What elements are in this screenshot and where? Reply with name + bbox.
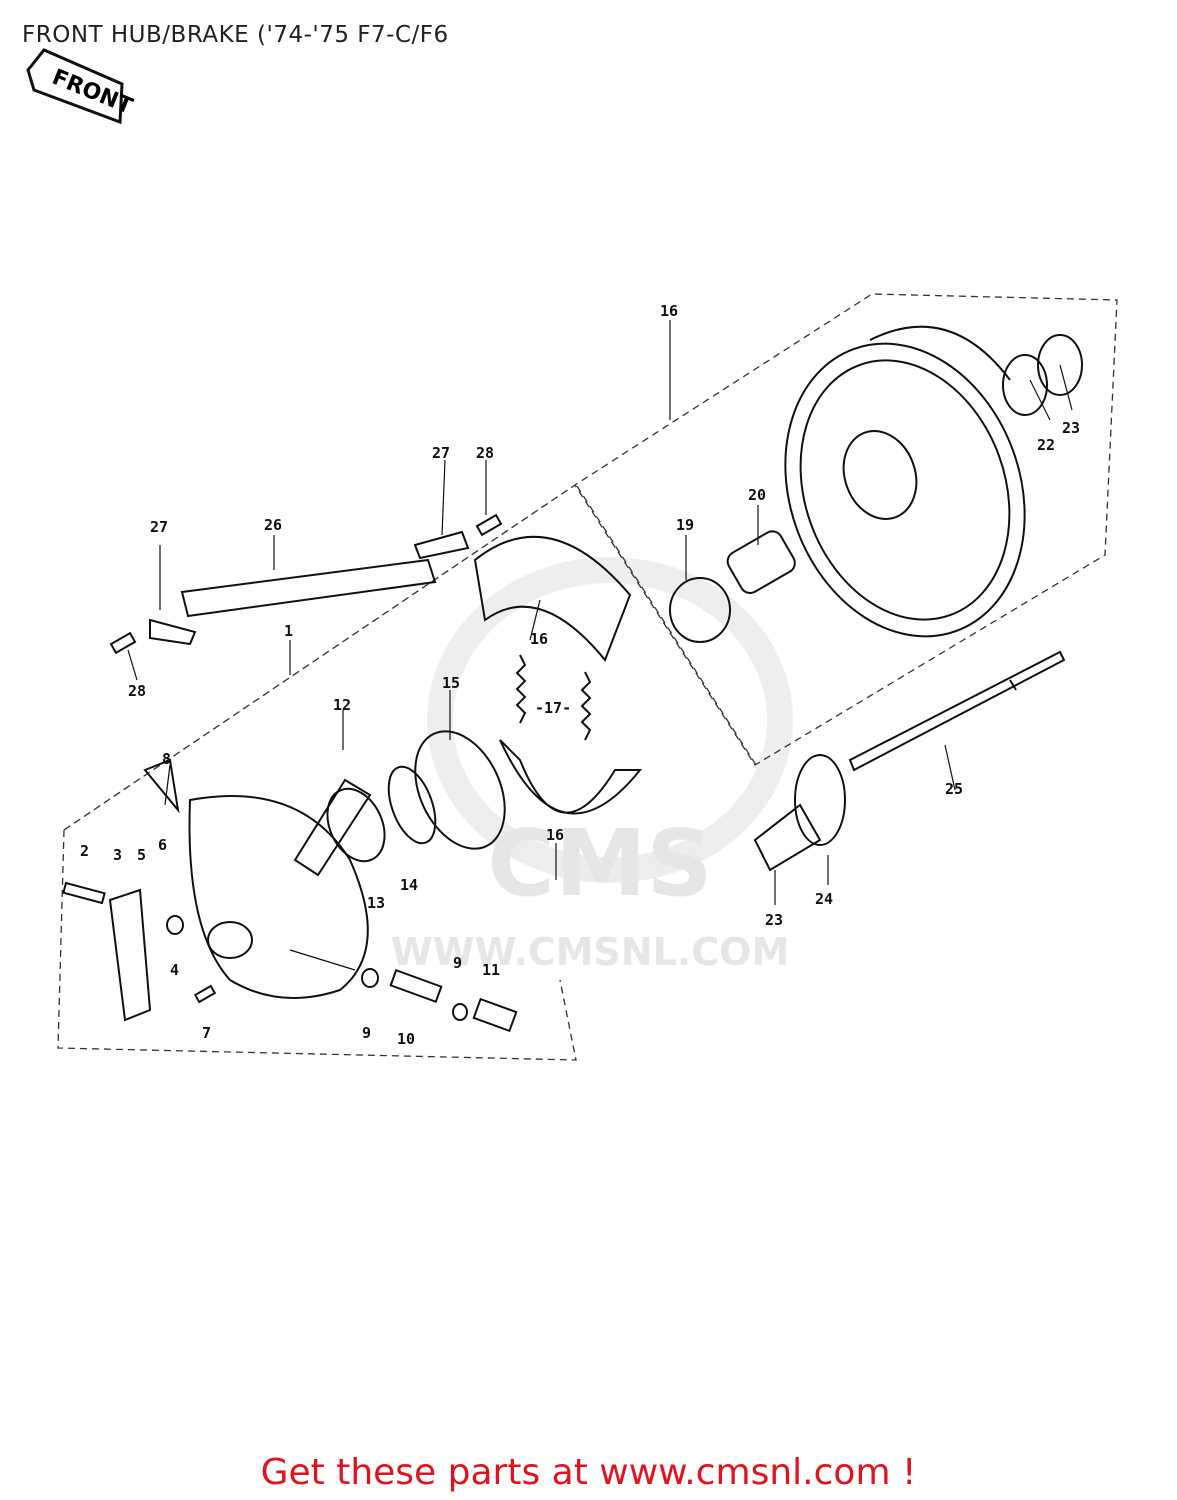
- callout-23: 23: [765, 911, 783, 929]
- collar-23-24: [753, 754, 846, 872]
- assembly-outlines: [57, 293, 1118, 1061]
- cam-12: [293, 778, 372, 877]
- callout-16-shoe-upper: 16: [530, 630, 548, 648]
- callout-16-hub: 16: [660, 302, 678, 320]
- leader-lines: [127, 320, 1073, 971]
- callout-19: 19: [676, 516, 694, 534]
- page-title: FRONT HUB/BRAKE ('74-'75 F7-C/F6: [22, 22, 449, 48]
- callout-9-right: 9: [453, 954, 462, 972]
- cms-watermark: CMS WWW.CMSNL.COM: [391, 557, 793, 974]
- callout-28-upper: 28: [476, 444, 494, 462]
- callout-3: 3: [113, 846, 122, 864]
- callout-17: -17-: [535, 699, 571, 717]
- seal-15: [414, 730, 506, 850]
- callout-16-shoe-lower: 16: [546, 826, 564, 844]
- callout-2: 2: [80, 842, 89, 860]
- callout-22: 23: [1062, 419, 1080, 437]
- callout-9-left: 9: [362, 1024, 371, 1042]
- callout-21: 22: [1037, 436, 1055, 454]
- callout-5: 5: [137, 846, 146, 864]
- seal-22: [1037, 334, 1083, 396]
- axle-25: [848, 650, 1066, 772]
- hub-drum: [784, 325, 1026, 638]
- watermark-brand: CMS: [487, 810, 712, 917]
- brake-shoes-16: [473, 535, 643, 815]
- callout-14: 14: [400, 876, 418, 894]
- panel-plate: [188, 795, 369, 999]
- washer-14: [387, 765, 437, 845]
- callout-1: 1: [284, 622, 293, 640]
- callout-25: 25: [945, 780, 963, 798]
- callout-10: 10: [397, 1030, 415, 1048]
- callout-6: 6: [158, 836, 167, 854]
- small-hardware: [62, 513, 518, 1033]
- callout-11: 11: [482, 961, 500, 979]
- footer-cta[interactable]: Get these parts at www.cmsnl.com !: [260, 1452, 917, 1493]
- callout-7: 8: [162, 750, 171, 768]
- spacer-20: [726, 530, 796, 594]
- callout-4: 4: [170, 961, 179, 979]
- callout-28-lower: 28: [128, 682, 146, 700]
- bearings: [669, 334, 1083, 643]
- callout-15: 15: [442, 674, 460, 692]
- bearing-21: [1002, 354, 1048, 416]
- bearing-19: [669, 577, 731, 643]
- callout-26: 26: [264, 516, 282, 534]
- springs-17: [515, 654, 592, 741]
- callout-24: 24: [815, 890, 833, 908]
- callout-27-upper: 27: [432, 444, 450, 462]
- torque-link-26: [180, 558, 437, 618]
- watermark-url: WWW.CMSNL.COM: [391, 930, 790, 974]
- callout-labels: 16 22 23 19 20 27 28 27 26 1 28 16 12 15…: [80, 302, 1080, 1048]
- gear-13: [326, 787, 386, 863]
- callout-27-lower: 27: [150, 518, 168, 536]
- callout-13: 13: [367, 894, 385, 912]
- callout-20: 20: [748, 486, 766, 504]
- callout-12: 12: [333, 696, 351, 714]
- front-arrow-badge: FRONT: [26, 48, 136, 125]
- callout-8: 7: [202, 1024, 211, 1042]
